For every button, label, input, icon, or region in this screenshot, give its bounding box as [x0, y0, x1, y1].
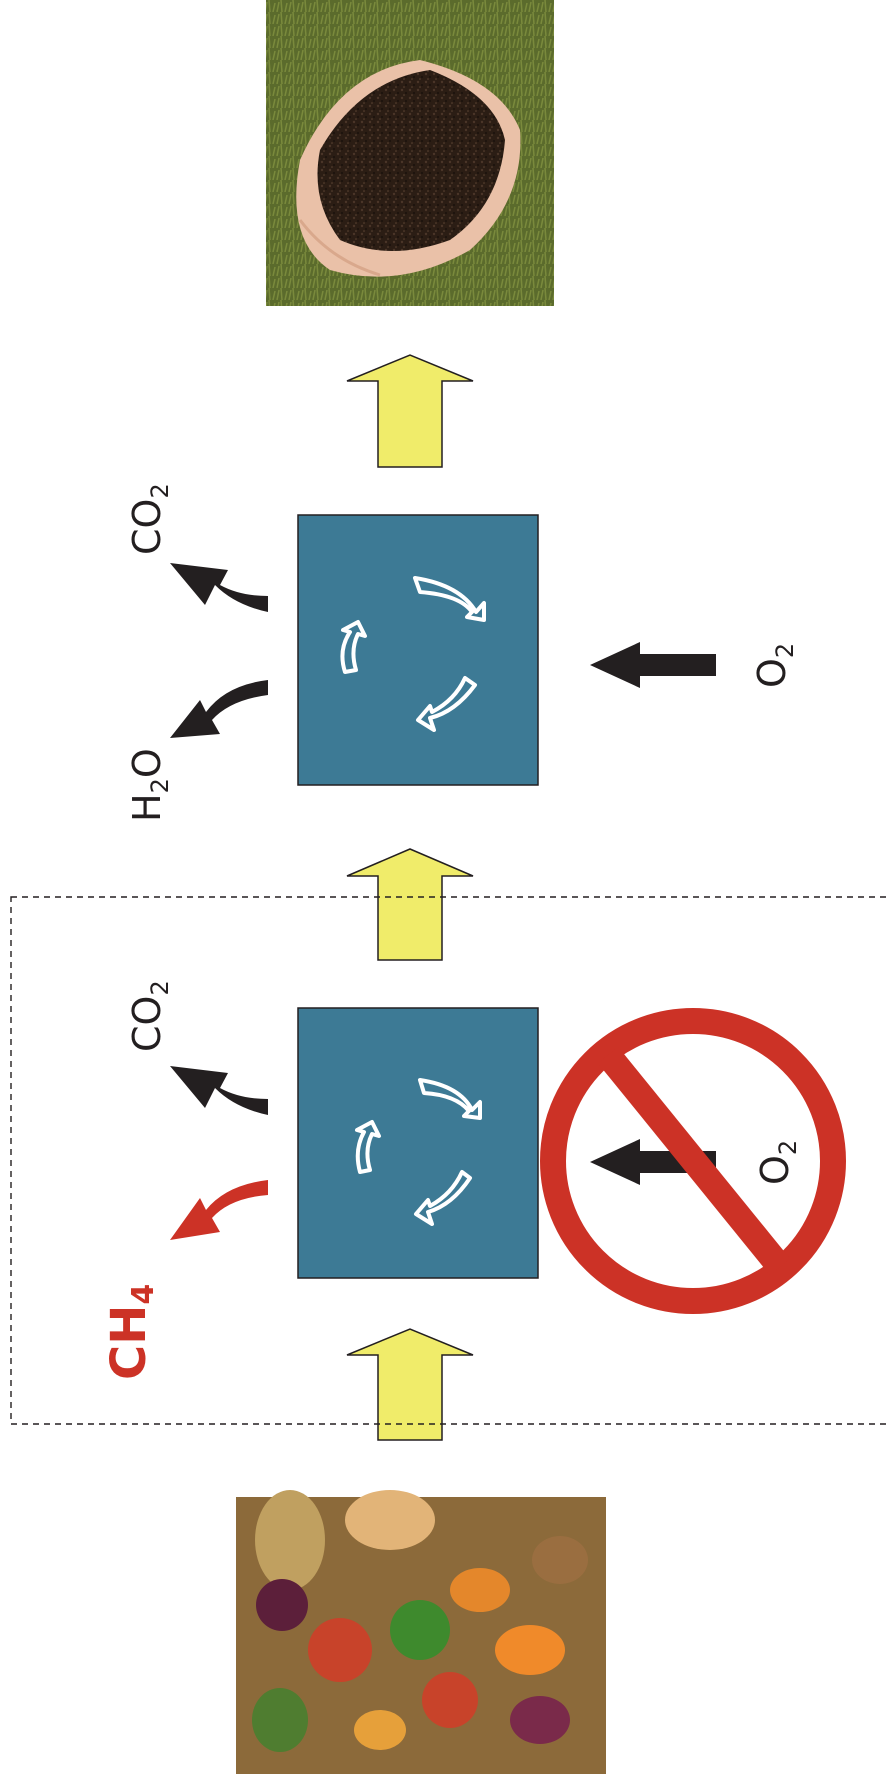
svg-text:O2: O2	[750, 643, 799, 688]
ch4-label: CH4	[101, 1284, 161, 1380]
anaerobic-process-box	[297, 1007, 539, 1279]
co2-label-top: CO2	[125, 483, 174, 555]
co2-output-arrow	[170, 1066, 268, 1115]
svg-text:H2O: H2O	[125, 748, 174, 822]
flow-arrow-bottom	[346, 1328, 474, 1441]
svg-text:CO2: CO2	[125, 483, 174, 555]
food-waste-photo	[236, 1490, 606, 1774]
co2-output-arrow	[170, 563, 268, 612]
svg-text:O2: O2	[753, 1140, 802, 1185]
o2-label-bottom: O2	[753, 1140, 802, 1185]
aerobic-process-box	[297, 514, 539, 786]
o2-input-arrow	[590, 642, 716, 688]
o2-label-top: O2	[750, 643, 799, 688]
svg-text:CO2: CO2	[125, 980, 174, 1052]
cycle-arrows-icon	[355, 1078, 482, 1226]
ch4-output-arrow	[170, 1180, 268, 1240]
flow-arrow-top	[346, 354, 474, 468]
h2o-label: H2O	[125, 748, 174, 822]
anaerobic-region	[10, 896, 888, 1425]
no-oxygen-icon	[540, 1008, 846, 1314]
o2-input-arrow	[590, 1139, 716, 1185]
flow-arrow-middle	[346, 848, 474, 961]
svg-text:CH4: CH4	[101, 1284, 161, 1380]
co2-label-bottom: CO2	[125, 980, 174, 1052]
cycle-arrows-icon	[340, 576, 486, 732]
compost-photo	[266, 0, 554, 306]
h2o-output-arrow	[170, 680, 268, 738]
